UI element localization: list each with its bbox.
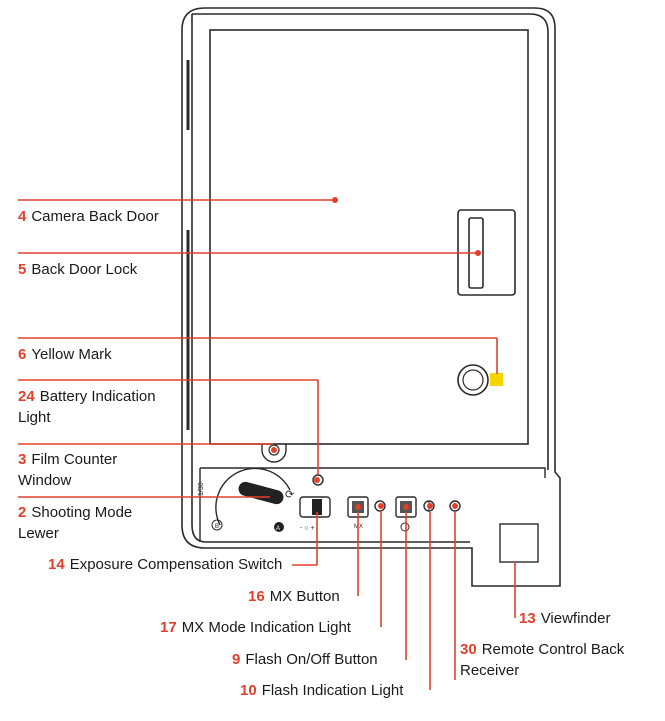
remote-control-receiver <box>449 500 461 512</box>
label-number: 9 <box>232 651 241 668</box>
label-number: 14 <box>48 556 65 573</box>
label-text: Film Counter Window <box>18 451 118 489</box>
mode-b: B <box>215 524 219 530</box>
lever-icon: ⟳ <box>285 489 294 501</box>
mx-mode-indication-light <box>374 500 386 512</box>
label-text: Exposure Compensation Switch <box>69 556 283 573</box>
label-text: Yellow Mark <box>31 346 112 363</box>
viewfinder <box>499 523 539 563</box>
door-button <box>457 364 489 396</box>
shooting-mode-lever: 1/30 B A ⟳ <box>198 467 294 532</box>
label-text: Viewfinder <box>540 610 611 627</box>
label-number: 16 <box>248 588 265 605</box>
film-counter-window <box>261 444 287 463</box>
label-text: MX Button <box>269 588 340 605</box>
label-text: Back Door Lock <box>31 261 138 278</box>
switch-marks: - ○ + <box>300 525 315 532</box>
dial-text: 1/30 <box>198 482 205 496</box>
label-number: 4 <box>18 208 27 225</box>
mode-a: A <box>276 526 280 532</box>
label-number: 13 <box>519 610 536 627</box>
leader-dots <box>271 197 481 510</box>
label-text: Flash Indication Light <box>261 682 404 699</box>
label-text: Camera Back Door <box>31 208 159 225</box>
label-number: 5 <box>18 261 27 278</box>
label-number: 30 <box>460 641 477 658</box>
label-text: Remote Control Back Receiver <box>460 641 625 679</box>
label-number: 2 <box>18 504 27 521</box>
leader-lines <box>18 199 516 690</box>
yellow-mark <box>490 373 503 386</box>
label-text: MX Mode Indication Light <box>181 619 351 636</box>
door-lower-panel <box>199 467 546 542</box>
label-text: Flash On/Off Button <box>245 651 378 668</box>
label-number: 3 <box>18 451 27 468</box>
camera-back-door <box>209 29 529 445</box>
label-text: Battery Indication Light <box>18 388 156 426</box>
label-text: Shooting Mode Lewer <box>18 504 133 542</box>
exposure-compensation-switch: - ○ + <box>299 496 331 532</box>
label-number: 24 <box>18 388 35 405</box>
camera-body <box>181 7 561 587</box>
label-number: 17 <box>160 619 177 636</box>
label-number: 10 <box>240 682 257 699</box>
label-number: 6 <box>18 346 27 363</box>
